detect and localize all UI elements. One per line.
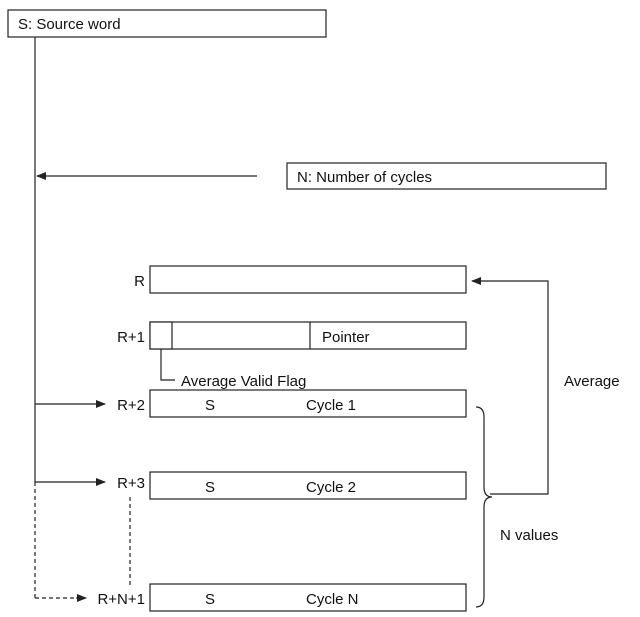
source-word-rect: [7, 9, 327, 38]
number-of-cycles-rect: [286, 162, 607, 190]
pointer-label: Pointer: [322, 329, 370, 346]
n-values-label: N values: [500, 527, 558, 544]
register-rn1-box: [149, 583, 467, 612]
average-label: Average: [564, 373, 620, 390]
row1-s: S: [205, 397, 215, 414]
source-word-label: S: Source word: [18, 16, 121, 33]
row1-cycle: Cycle 1: [306, 397, 356, 414]
row2-s: S: [205, 479, 215, 496]
number-of-cycles-label: N: Number of cycles: [297, 169, 432, 186]
register-r3-box: [149, 471, 467, 500]
average-valid-flag-leader: [160, 349, 175, 381]
row2-cycle: Cycle 2: [306, 479, 356, 496]
number-of-cycles-box: N: Number of cycles: [286, 162, 607, 190]
register-rn1-label: R+N+1: [97, 591, 145, 608]
n-values-brace: [475, 406, 493, 608]
register-r3-label: R+3: [117, 475, 145, 492]
register-r1-label: R+1: [117, 329, 145, 346]
average-feedback-arrow: [471, 277, 549, 495]
source-word-box: S: Source word: [7, 9, 327, 38]
average-valid-flag-label: Average Valid Flag: [181, 373, 306, 390]
register-r2-label: R+2: [117, 397, 145, 414]
register-r-box: [149, 265, 467, 294]
register-r1-box: [149, 321, 467, 350]
row3-s: S: [205, 591, 215, 608]
register-r-label: R: [134, 273, 145, 290]
row3-cycle: Cycle N: [306, 591, 359, 608]
average-valid-flag-cell: [149, 321, 173, 350]
register-r2-box: [149, 389, 467, 418]
